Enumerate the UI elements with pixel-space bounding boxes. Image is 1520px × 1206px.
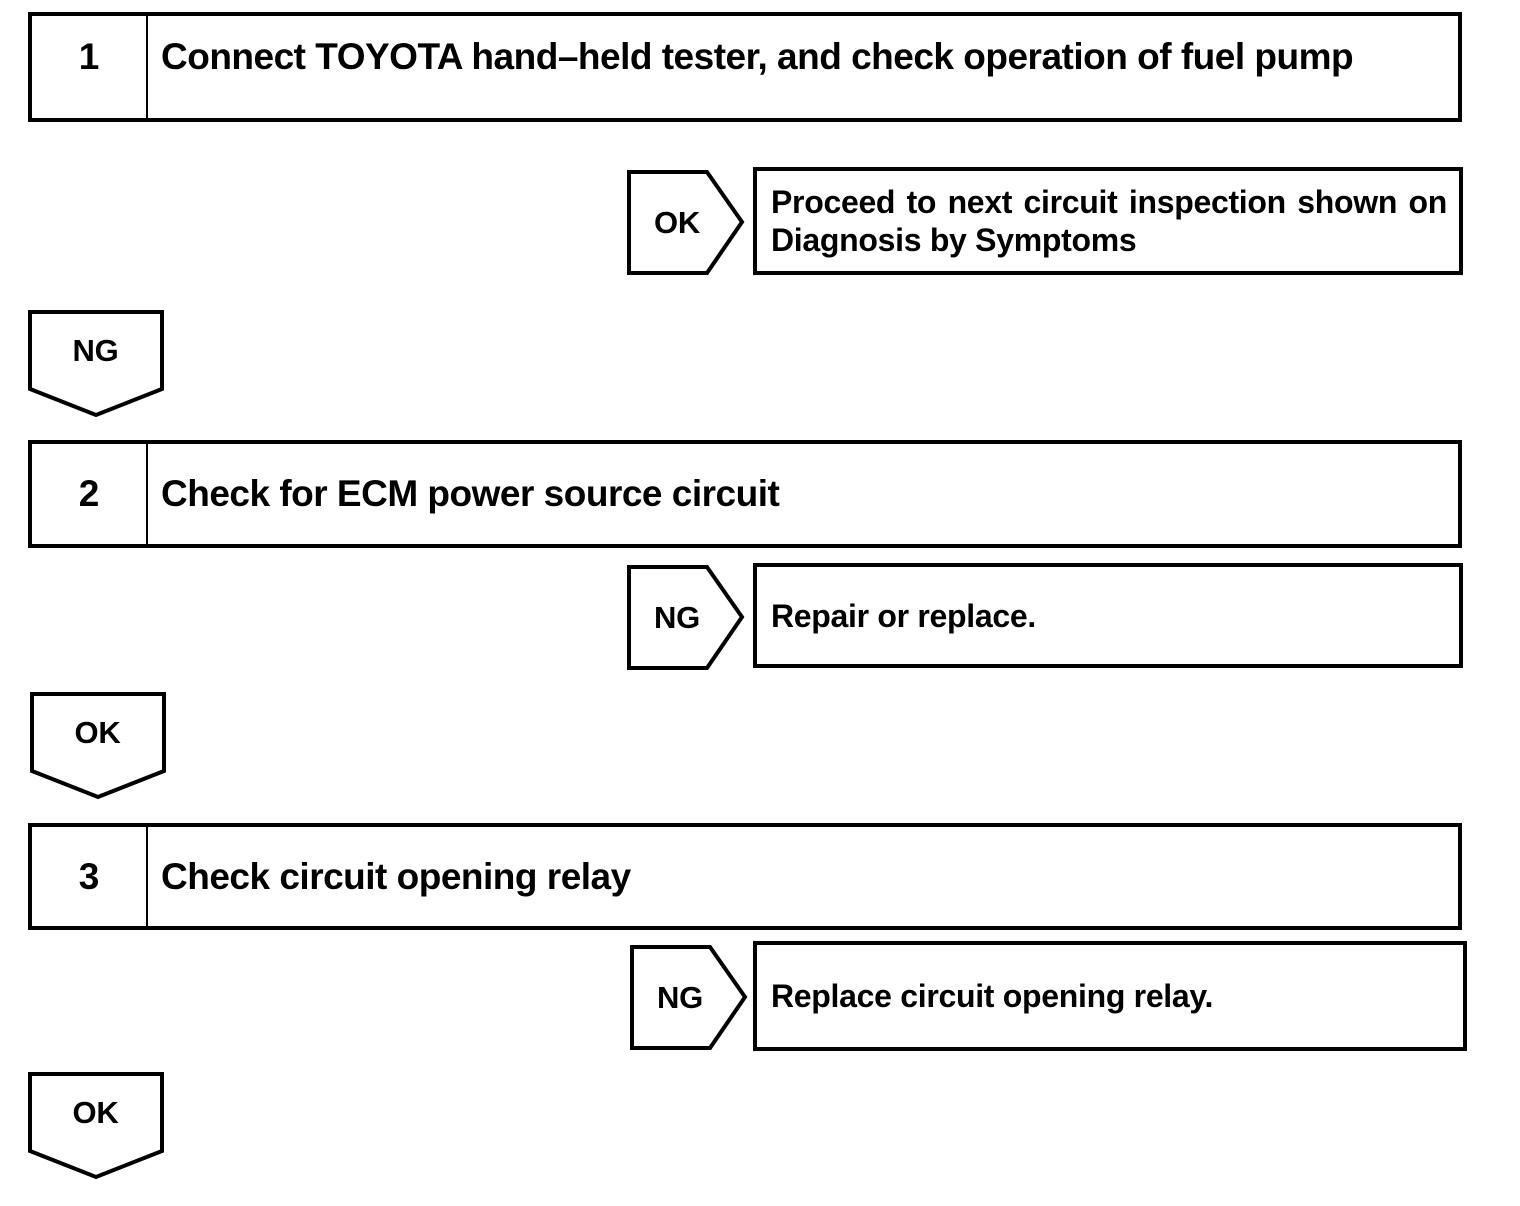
down-arrow-pentagon-shape bbox=[28, 1072, 164, 1180]
step-2-title: Check for ECM power source circuit bbox=[161, 473, 780, 514]
step-1-result-box: Proceed to next circuit inspection shown… bbox=[753, 167, 1463, 275]
step-3-result-box: Replace circuit opening relay. bbox=[753, 941, 1467, 1051]
step-3-ok-connector-label: OK bbox=[72, 1095, 119, 1130]
step-1-box: 1 Connect TOYOTA hand–held tester, and c… bbox=[28, 12, 1462, 122]
step-3-number: 3 bbox=[32, 827, 148, 926]
down-arrow-pentagon-shape bbox=[28, 310, 164, 418]
step-2-number: 2 bbox=[32, 444, 148, 544]
step-3-result-line-1: Replace circuit opening relay. bbox=[771, 978, 1214, 1014]
right-arrow-pentagon-shape bbox=[630, 945, 748, 1050]
step-1-ok-branch-pentagon: OK bbox=[627, 170, 745, 275]
step-3-ok-connector-pentagon: OK bbox=[28, 1072, 165, 1180]
step-2-box: 2 Check for ECM power source circuit bbox=[28, 440, 1462, 548]
step-3-title: Check circuit opening relay bbox=[161, 855, 631, 897]
step-3-box: 3 Check circuit opening relay bbox=[28, 823, 1462, 930]
right-arrow-pentagon-shape bbox=[627, 170, 745, 275]
down-arrow-pentagon-shape bbox=[30, 692, 166, 800]
step-2-ng-branch-pentagon: NG bbox=[627, 565, 745, 670]
step-1-result-line-2: Diagnosis by Symptoms bbox=[771, 222, 1137, 258]
step-2-ng-branch-label: NG bbox=[654, 599, 700, 635]
step-2-ok-connector-label: OK bbox=[74, 715, 121, 750]
right-arrow-pentagon-shape bbox=[627, 565, 745, 670]
step-2-result-box: Repair or replace. bbox=[753, 563, 1463, 668]
step-3-ng-branch-label: NG bbox=[657, 979, 703, 1015]
step-3-ng-branch-pentagon: NG bbox=[630, 945, 748, 1050]
step-1-ok-branch-label: OK bbox=[654, 204, 700, 240]
step-1-title: Connect TOYOTA hand–held tester, and che… bbox=[161, 36, 1354, 77]
step-2-ok-connector-pentagon: OK bbox=[30, 692, 167, 800]
step-1-result-line-1: Proceed to next circuit inspection shown… bbox=[771, 184, 1447, 220]
step-1-number: 1 bbox=[32, 16, 148, 118]
step-1-ng-connector-label: NG bbox=[72, 333, 119, 368]
step-2-result-line-1: Repair or replace. bbox=[771, 597, 1036, 634]
step-1-ng-connector-pentagon: NG bbox=[28, 310, 165, 418]
